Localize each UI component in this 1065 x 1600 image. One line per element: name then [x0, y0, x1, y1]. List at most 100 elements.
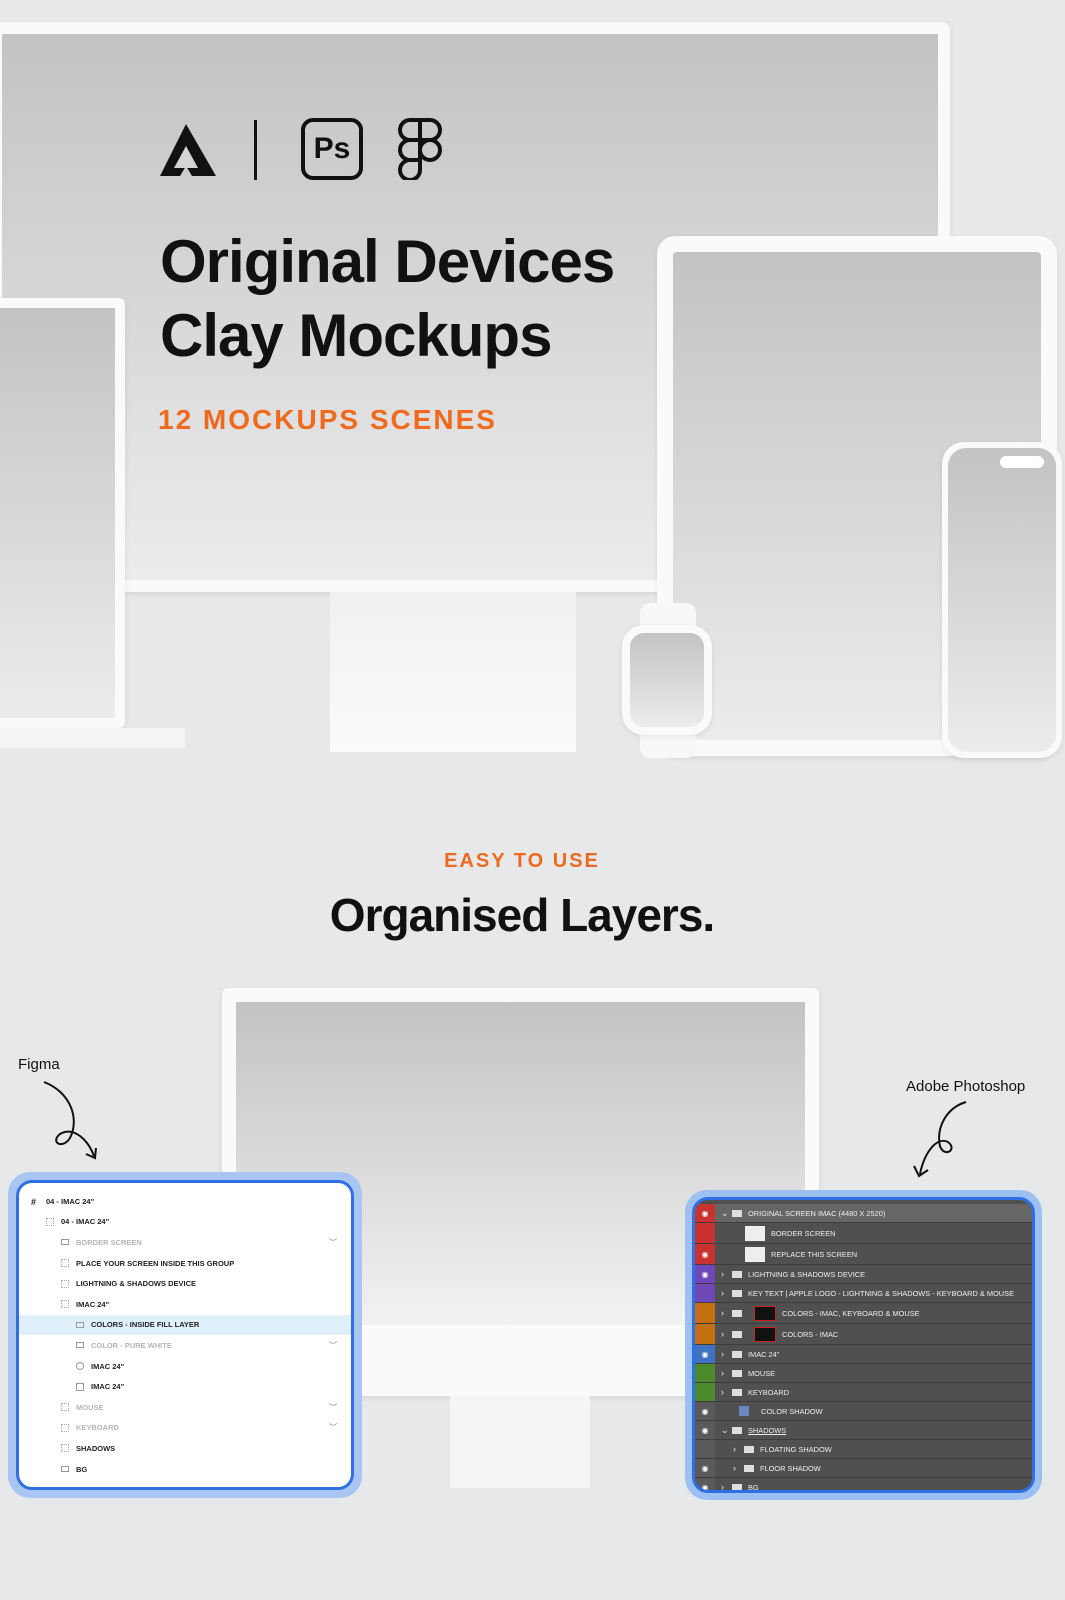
figma-layer-label: IMAC 24"	[76, 1299, 110, 1309]
ps-layer-row[interactable]: ›COLORS - IMAC	[695, 1324, 1032, 1345]
figma-layer-row[interactable]: IMAC 24"	[19, 1356, 351, 1377]
mask-thumbnail	[754, 1326, 776, 1342]
figma-layer-row[interactable]: COLORS - INSIDE FILL LAYER	[19, 1314, 351, 1336]
rect-icon	[61, 1466, 69, 1473]
ps-layer-label: BORDER SCREEN	[771, 1228, 836, 1238]
watch-mockup	[622, 625, 712, 735]
color-fill-icon	[739, 1406, 749, 1416]
chevron-icon[interactable]: ›	[721, 1349, 724, 1359]
eye-icon[interactable]: ◉	[695, 1459, 715, 1477]
photoshop-layers-panel: ◉⌄ORIGINAL SCREEN IMAC (4480 X 2520)BORD…	[685, 1190, 1042, 1500]
folder-icon	[732, 1330, 742, 1338]
ps-layer-row[interactable]: ◉⌄ORIGINAL SCREEN IMAC (4480 X 2520)	[695, 1204, 1032, 1223]
ps-layer-row[interactable]: ◉ › LIGHTNING & SHADOWS DEVICE	[695, 1265, 1032, 1284]
hidden-eye-icon[interactable]: ︶	[329, 1423, 337, 1433]
group-icon	[61, 1259, 69, 1268]
figma-layer-label: LIGHTNING & SHADOWS DEVICE	[76, 1279, 197, 1289]
laptop-mockup	[0, 298, 125, 728]
group-icon	[46, 1217, 54, 1226]
eye-icon[interactable]: ◉	[695, 1421, 715, 1439]
hidden-eye-icon[interactable]: ︶	[329, 1340, 337, 1350]
chevron-icon[interactable]: ›	[721, 1482, 724, 1492]
ps-layer-row[interactable]: BORDER SCREEN	[695, 1223, 1032, 1244]
ps-layer-row[interactable]: › KEY TEXT | APPLE LOGO - LIGHTNING & SHA…	[695, 1284, 1032, 1303]
chevron-icon[interactable]: ›	[721, 1308, 724, 1318]
folder-icon	[732, 1350, 742, 1358]
folder-icon	[732, 1369, 742, 1377]
figma-layer-row[interactable]: 04 - IMAC 24"	[19, 1212, 351, 1233]
figma-layer-row[interactable]: IMAC 24"	[19, 1376, 351, 1397]
figma-layer-row[interactable]: #04 - IMAC 24"	[19, 1191, 351, 1212]
ps-layer-label: KEYBOARD	[748, 1387, 790, 1397]
ps-layer-row[interactable]: ◉⌄SHADOWS	[695, 1421, 1032, 1440]
figma-layer-row[interactable]: KEYBOARD︶	[19, 1418, 351, 1439]
visibility-toggle[interactable]	[695, 1223, 715, 1243]
ps-layer-row[interactable]: ◉REPLACE THIS SCREEN	[695, 1244, 1032, 1265]
ps-layer-row[interactable]: ◉COLOR SHADOW	[695, 1402, 1032, 1421]
ps-layer-row[interactable]: ◉ › IMAC 24"	[695, 1345, 1032, 1364]
figma-layer-label: IMAC 24"	[91, 1382, 125, 1392]
figma-layer-label: 04 - IMAC 24"	[61, 1217, 110, 1227]
visibility-toggle[interactable]	[695, 1324, 715, 1344]
chevron-icon[interactable]: ›	[733, 1444, 736, 1454]
folder-icon	[732, 1426, 742, 1434]
ps-layer-row[interactable]: › KEYBOARD	[695, 1383, 1032, 1402]
eye-icon[interactable]: ◉	[695, 1265, 715, 1283]
figma-layer-row[interactable]: COLOR - PURE WHITE ︶	[19, 1335, 351, 1356]
ps-layer-label: IMAC 24"	[748, 1349, 780, 1359]
ps-layer-row[interactable]: ›COLORS - IMAC, KEYBOARD & MOUSE	[695, 1303, 1032, 1324]
eye-icon[interactable]: ◉	[695, 1402, 715, 1420]
iphone-mockup	[942, 442, 1062, 758]
ps-layer-row[interactable]: ›FLOATING SHADOW	[695, 1440, 1032, 1459]
visibility-toggle[interactable]	[695, 1364, 715, 1382]
visibility-toggle[interactable]	[695, 1284, 715, 1302]
visibility-toggle[interactable]	[695, 1383, 715, 1401]
ps-layer-row[interactable]: › MOUSE	[695, 1364, 1032, 1383]
rect-icon	[76, 1321, 84, 1328]
photoshop-label: Adobe Photoshop	[906, 1078, 1026, 1095]
group-icon	[61, 1444, 69, 1453]
chevron-icon[interactable]: ⌄	[721, 1424, 729, 1435]
group-icon	[61, 1403, 69, 1412]
figma-layer-row[interactable]: IMAC 24"	[19, 1294, 351, 1315]
figma-logo	[398, 118, 442, 185]
group-icon	[61, 1300, 69, 1309]
figma-layer-row[interactable]: MOUSE︶	[19, 1397, 351, 1418]
eye-icon[interactable]: ◉	[695, 1478, 715, 1490]
ps-layer-label: MOUSE	[748, 1368, 776, 1378]
hidden-eye-icon[interactable]: ︶	[329, 1237, 337, 1247]
chevron-icon[interactable]: ›	[721, 1288, 724, 1298]
figma-layer-row[interactable]: PLACE YOUR SCREEN INSIDE THIS GROUP	[19, 1253, 351, 1274]
figma-layers-panel: #04 - IMAC 24"04 - IMAC 24"BORDER SCREEN…	[8, 1172, 362, 1498]
figma-layer-label: COLOR - PURE WHITE	[91, 1340, 172, 1350]
section-eyebrow: EASY TO USE	[444, 850, 600, 872]
eye-icon[interactable]: ◉	[695, 1345, 715, 1363]
hidden-eye-icon[interactable]: ︶	[329, 1402, 337, 1412]
chevron-icon[interactable]: ›	[721, 1329, 724, 1339]
figma-layer-label: PLACE YOUR SCREEN INSIDE THIS GROUP	[76, 1258, 235, 1268]
rect-icon	[61, 1239, 69, 1246]
chevron-icon[interactable]: ›	[721, 1269, 724, 1279]
imac-stand-2	[450, 1396, 590, 1488]
visibility-toggle[interactable]	[695, 1440, 715, 1458]
eye-icon[interactable]: ◉	[695, 1244, 715, 1264]
group-icon	[61, 1279, 69, 1288]
folder-icon	[732, 1270, 742, 1278]
figma-layer-row[interactable]: LIGHTNING & SHADOWS DEVICE	[19, 1273, 351, 1294]
ps-layer-label: KEY TEXT | APPLE LOGO - LIGHTNING & SHAD…	[748, 1288, 1014, 1298]
ps-layer-label: LIGHTNING & SHADOWS DEVICE	[748, 1269, 866, 1279]
figma-layer-label: 04 - IMAC 24"	[46, 1196, 95, 1206]
eye-icon[interactable]: ◉	[695, 1204, 715, 1222]
folder-icon	[732, 1289, 742, 1297]
ps-layer-row[interactable]: ◉›BG	[695, 1478, 1032, 1492]
chevron-icon[interactable]: ⌄	[721, 1207, 729, 1218]
chevron-icon[interactable]: ›	[721, 1387, 724, 1397]
arrow-photoshop-icon	[913, 1101, 967, 1178]
figma-layer-row[interactable]: BG	[19, 1459, 351, 1480]
chevron-icon[interactable]: ›	[721, 1368, 724, 1378]
visibility-toggle[interactable]	[695, 1303, 715, 1323]
figma-layer-row[interactable]: SHADOWS	[19, 1438, 351, 1459]
figma-layer-row[interactable]: BORDER SCREEN︶	[19, 1232, 351, 1253]
chevron-icon[interactable]: ›	[733, 1463, 736, 1473]
ps-layer-row[interactable]: ◉›FLOOR SHADOW	[695, 1459, 1032, 1478]
